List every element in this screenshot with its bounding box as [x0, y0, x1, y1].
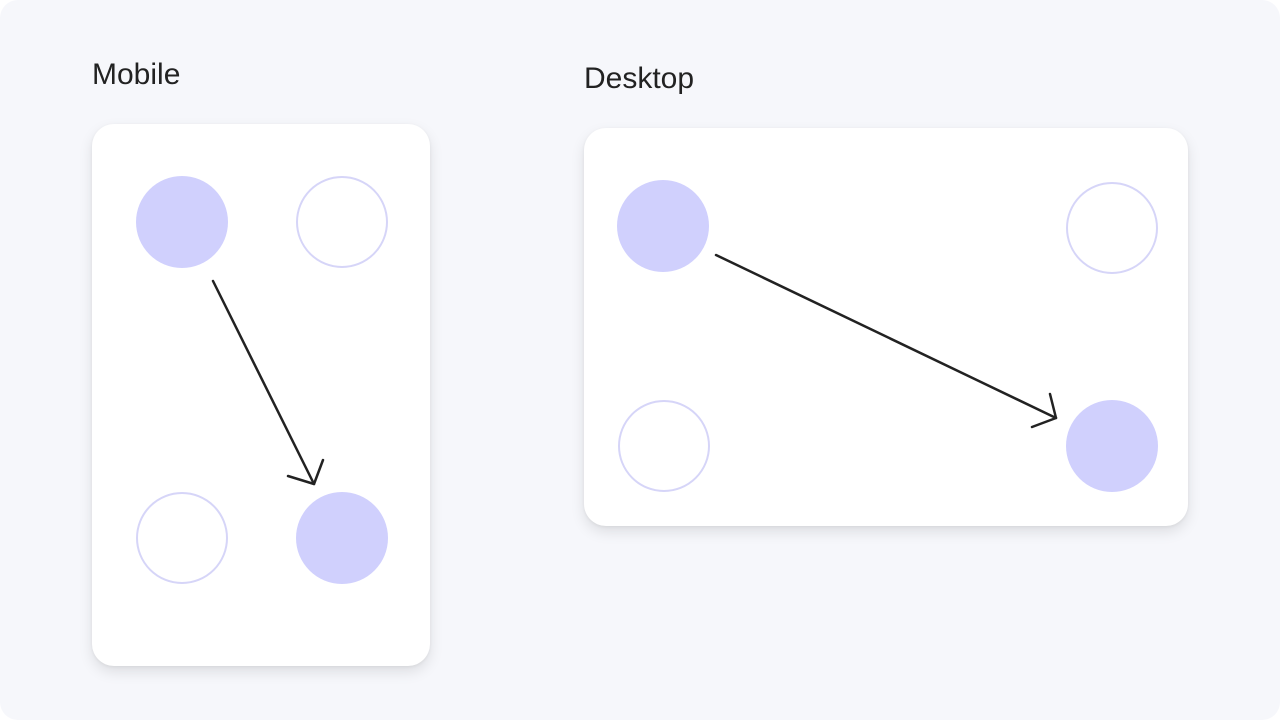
mobile-dot-bottom-right-filled [296, 492, 388, 584]
desktop-card [584, 128, 1188, 526]
desktop-title: Desktop [584, 62, 695, 95]
mobile-dot-top-left-filled [136, 176, 228, 268]
mobile-dot-top-right-outline [296, 176, 388, 268]
desktop-dot-bottom-left-outline [618, 400, 710, 492]
mobile-title: Mobile [92, 58, 181, 91]
mobile-dot-bottom-left-outline [136, 492, 228, 584]
desktop-dot-bottom-right-filled [1066, 400, 1158, 492]
desktop-dot-top-left-filled [617, 180, 709, 272]
mobile-card [92, 124, 430, 666]
desktop-dot-top-right-outline [1066, 182, 1158, 274]
